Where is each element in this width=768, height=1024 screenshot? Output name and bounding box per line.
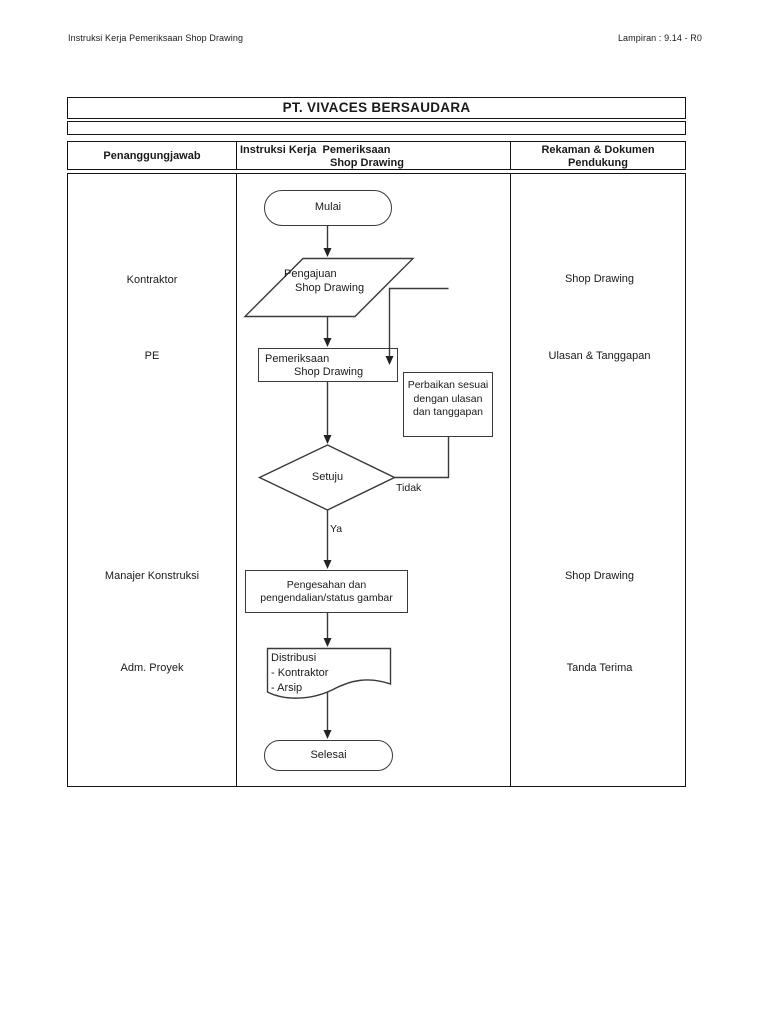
- inspection-line1: Pemeriksaan: [265, 353, 330, 365]
- header-penanggungjawab: Penanggungjawab: [68, 142, 237, 169]
- page-header-title: Instruksi Kerja Pemeriksaan Shop Drawing: [68, 33, 244, 43]
- responsible-manajer-konstruksi: Manajer Konstruksi: [104, 570, 200, 582]
- flow-end-terminator: Selesai: [264, 740, 393, 771]
- submission-line2: Shop Drawing: [295, 281, 365, 294]
- header-instruksi-line2: Shop Drawing: [330, 156, 404, 169]
- responsible-adm-proyek: Adm. Proyek: [120, 662, 184, 674]
- column-flowchart: [237, 174, 511, 786]
- record-tanda-terima: Tanda Terima: [566, 662, 633, 674]
- header-rekaman-line2: Pendukung: [568, 156, 628, 169]
- flow-decision-label: Setuju: [311, 471, 344, 483]
- responsible-pe: PE: [144, 350, 160, 362]
- column-rekaman: [511, 174, 685, 786]
- table-header-row: Penanggungjawab Instruksi Kerja Pemeriks…: [67, 141, 686, 170]
- branch-yes-label: Ya: [330, 523, 343, 535]
- record-shop-drawing-2: Shop Drawing: [564, 570, 635, 582]
- company-title: PT. VIVACES BERSAUDARA: [67, 97, 686, 119]
- inspection-line2: Shop Drawing: [294, 366, 364, 378]
- header-instruksi-line1: Instruksi Kerja Pemeriksaan: [240, 144, 391, 156]
- approval-line2: pengendalian/status gambar: [260, 592, 393, 604]
- flow-distribution-label: Distribusi - Kontraktor - Arsip: [271, 651, 328, 696]
- table-body: [67, 173, 686, 787]
- column-penanggungjawab: [68, 174, 237, 786]
- flow-start-terminator: Mulai: [264, 190, 392, 226]
- empty-row: [67, 121, 686, 135]
- responsible-kontraktor: Kontraktor: [126, 274, 178, 286]
- distribution-line3: - Arsip: [271, 682, 303, 694]
- header-rekaman-line1: Rekaman & Dokumen: [541, 144, 655, 156]
- distribution-line2: - Kontraktor: [271, 667, 329, 679]
- distribution-line1: Distribusi: [271, 652, 317, 664]
- approval-line1: Pengesahan dan: [286, 579, 367, 591]
- page-header-lampiran: Lampiran : 9.14 - R0: [617, 33, 702, 43]
- submission-line1: Pengajuan: [284, 268, 337, 280]
- revision-line2: dengan ulasan: [413, 392, 483, 405]
- branch-no-label: Tidak: [396, 482, 422, 494]
- record-ulasan-tanggapan: Ulasan & Tanggapan: [548, 350, 651, 362]
- revision-line1: Perbaikan sesuai: [407, 379, 489, 391]
- record-shop-drawing-1: Shop Drawing: [564, 273, 635, 285]
- revision-line3: dan tanggapan: [412, 406, 484, 418]
